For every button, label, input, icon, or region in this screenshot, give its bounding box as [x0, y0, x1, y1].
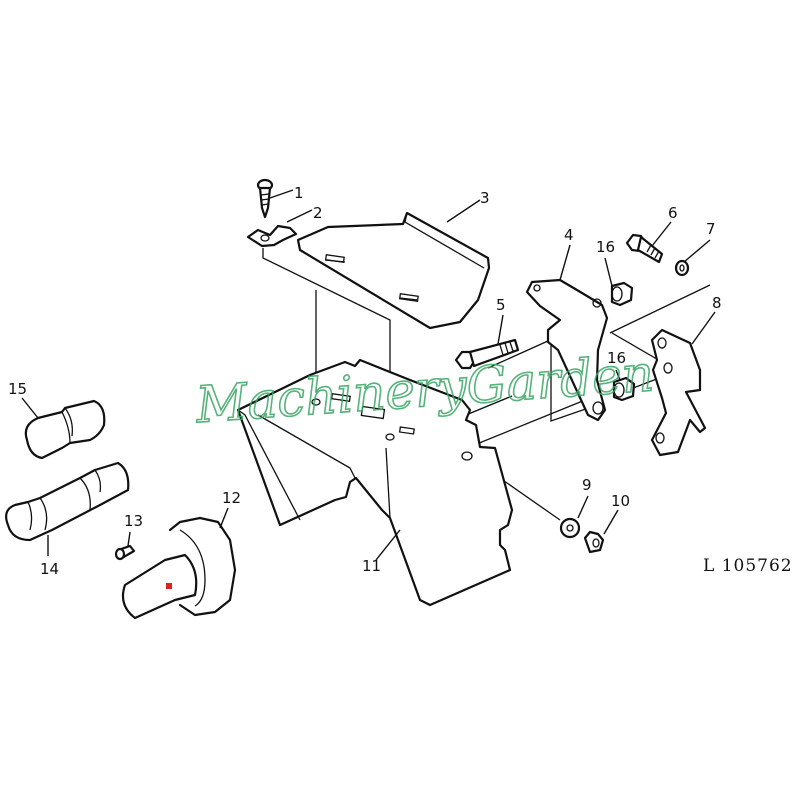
part-4-bracket[interactable] [525, 278, 609, 422]
callout-10: 10 [611, 492, 630, 510]
part-11-shroud[interactable] [236, 358, 514, 607]
part-13-pin[interactable] [114, 544, 136, 561]
part-9-washer[interactable] [559, 517, 581, 539]
callouts: 1 2 3 4 5 6 7 8 9 10 11 12 13 14 15 16 1… [8, 184, 722, 578]
part-16-spacer-upper[interactable] [610, 281, 634, 307]
callout-8: 8 [712, 294, 722, 312]
part-10-nut[interactable] [583, 530, 605, 554]
callout-16-upper: 16 [596, 238, 615, 256]
part-7-washer[interactable] [674, 259, 690, 277]
part-3-cover-plate[interactable] [296, 211, 491, 330]
callout-15: 15 [8, 380, 27, 398]
red-marker [166, 583, 172, 589]
callout-6: 6 [668, 204, 678, 222]
part-12-hub[interactable] [121, 516, 237, 620]
part-16-spacer-lower[interactable] [612, 376, 636, 402]
callout-7: 7 [706, 220, 716, 238]
callout-13: 13 [124, 512, 143, 530]
callout-2: 2 [313, 204, 323, 222]
part-6-bolt[interactable] [625, 233, 664, 264]
callout-5: 5 [496, 296, 506, 314]
callout-16-lower: 16 [607, 349, 626, 367]
part-8-plate[interactable] [650, 328, 707, 457]
callout-4: 4 [564, 226, 574, 244]
callout-1: 1 [294, 184, 304, 202]
leader-lines [21, 189, 716, 561]
callout-9: 9 [582, 476, 592, 494]
callout-12: 12 [222, 489, 241, 507]
callout-11: 11 [362, 557, 381, 575]
part-14-shaft[interactable] [5, 461, 130, 542]
callout-14: 14 [40, 560, 59, 578]
part-2-clip[interactable] [246, 224, 298, 248]
part-1-screw[interactable] [256, 178, 274, 219]
reference-number: L 105762 [703, 556, 793, 576]
callout-3: 3 [480, 189, 490, 207]
part-15-pin[interactable] [24, 399, 106, 460]
part-5-bolt[interactable] [454, 338, 520, 370]
